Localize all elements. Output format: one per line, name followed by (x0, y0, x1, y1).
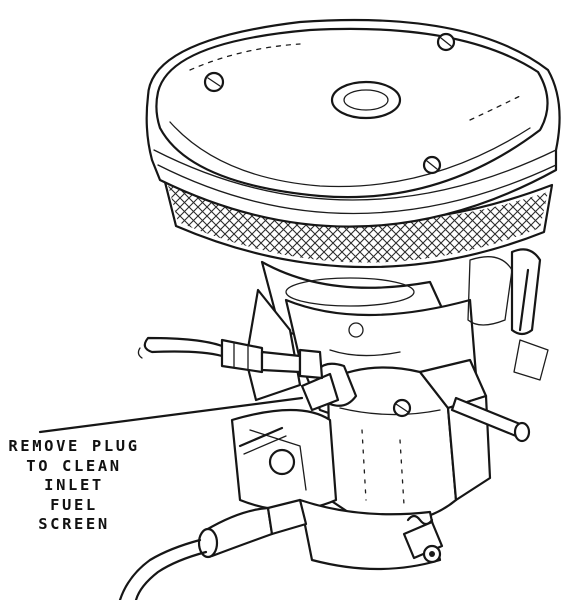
cover-center-boss (330, 80, 402, 120)
callout-line-5: SCREEN (38, 515, 110, 533)
cover-screw-left (203, 71, 225, 93)
carburetor-body (230, 248, 549, 571)
throttle-rod (450, 396, 531, 443)
callout-remove-plug: REMOVE PLUG TO CLEAN INLET FUEL SCREEN (0, 437, 148, 535)
base-plate (298, 498, 442, 571)
callout-line-1: REMOVE PLUG (8, 437, 140, 455)
cover-screw-right (422, 155, 442, 175)
rim-lower-edge (153, 149, 557, 201)
callout-line-3: INLET (44, 476, 104, 494)
callout-line-4: FUEL (50, 495, 98, 514)
callout-leader-line (38, 396, 304, 434)
cover-screw-top (436, 32, 456, 52)
callout-line-2: TO CLEAN (26, 456, 122, 475)
fuel-line-nut (220, 338, 264, 374)
air-cleaner (145, 18, 561, 269)
fuel-line (137, 336, 324, 380)
fuel-hose (118, 538, 202, 602)
fuel-line-tube (143, 336, 224, 358)
inline-fuel-filter (118, 498, 308, 602)
idle-mixture-screw (268, 448, 296, 476)
